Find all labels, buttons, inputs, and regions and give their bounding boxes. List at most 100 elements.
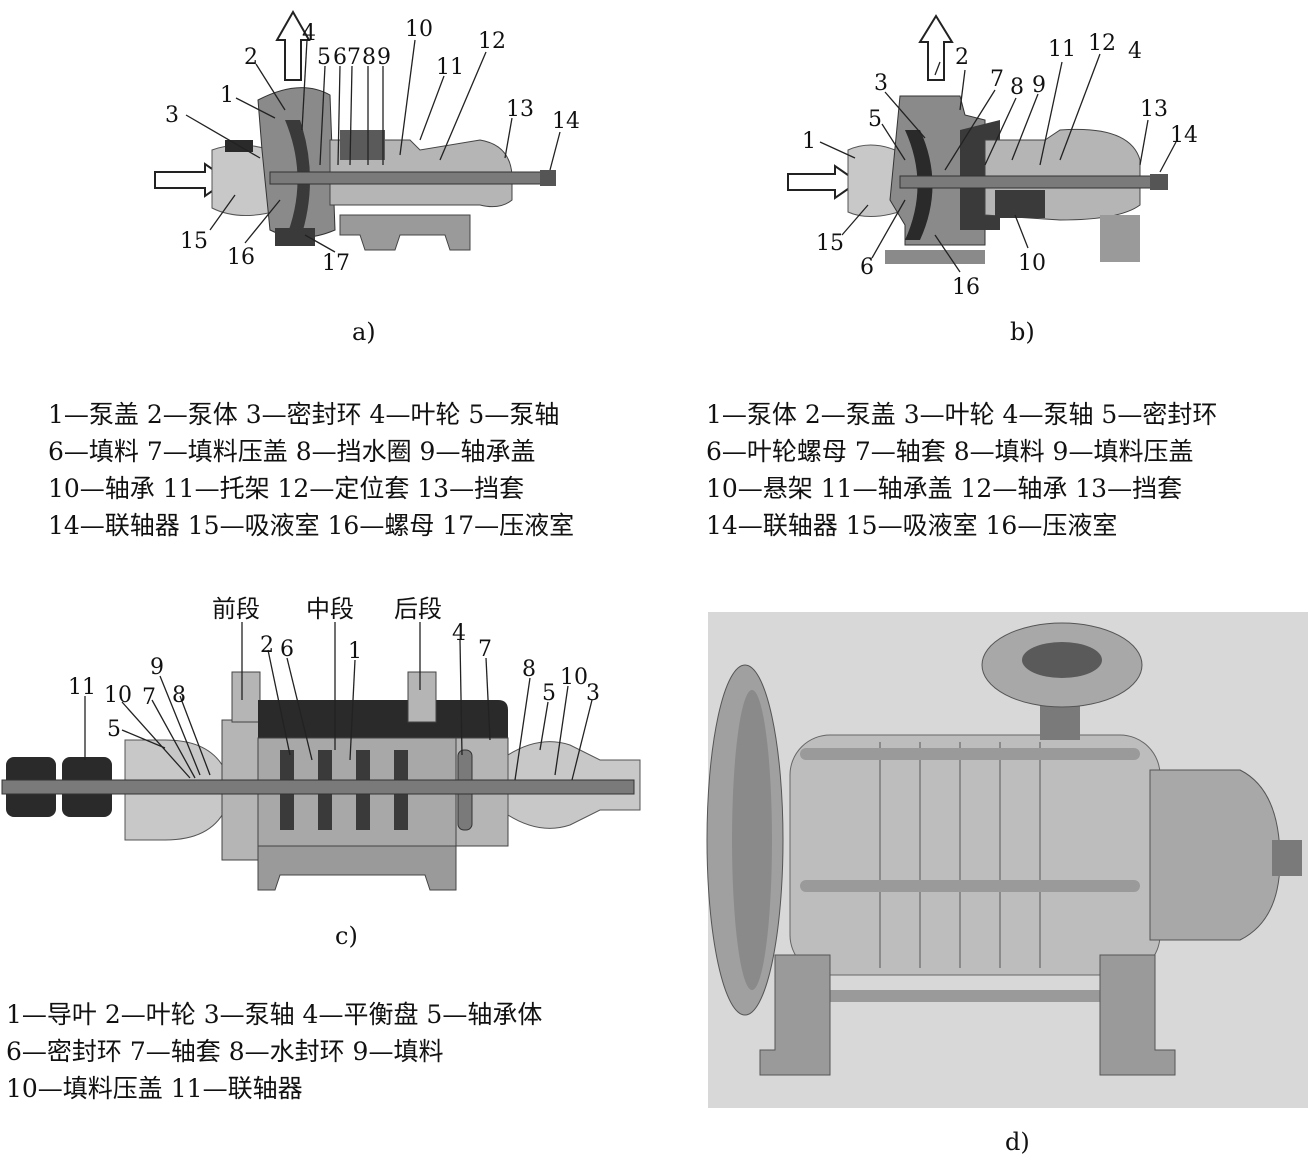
label-b-16: 16 (952, 275, 980, 300)
label-a-17: 17 (322, 251, 350, 276)
label-b-13: 13 (1140, 97, 1168, 122)
pump-base (339, 214, 471, 251)
segment-labels: 前段 中段 后段 (212, 595, 442, 623)
legend-c-line: 10—填料压盖 11—联轴器 (6, 1074, 303, 1103)
label-b-10: 10 (1018, 251, 1046, 276)
label-b-1: 1 (802, 129, 816, 154)
caption-a: a) (352, 318, 376, 346)
legend-c: 1—导叶 2—叶轮 3—泵轴 4—平衡盘 5—轴承体 6—密封环 7—轴套 8—… (6, 996, 542, 1107)
label-a-16: 16 (227, 245, 255, 270)
leader-lines-c (84, 639, 593, 781)
pump-shaft (1, 779, 635, 795)
legend-b-line: 10—悬架 11—轴承盖 12—轴承 13—挡套 (706, 474, 1183, 503)
label-c-7b: 7 (478, 637, 492, 662)
pump-base (257, 845, 457, 891)
coupling (540, 170, 556, 186)
inlet-nozzle (231, 671, 261, 723)
legend-c-line: 1—导叶 2—叶轮 3—泵轴 4—平衡盘 5—轴承体 (6, 1000, 543, 1029)
bearing-housing (1149, 769, 1281, 941)
pump-barrel (789, 734, 1161, 976)
barrel-section-lines (879, 742, 1041, 968)
label-b-12: 12 (1088, 31, 1116, 56)
label-a-6: 6 (333, 45, 347, 70)
legend-a-line: 10—轴承 11—托架 12—定位套 13—挡套 (48, 474, 525, 503)
label-b-7: 7 (990, 67, 1004, 92)
outlet-arrow-icon (918, 14, 954, 81)
part-labels-b: 1 2 3 4 5 7 8 9 11 12 13 14 15 6 16 10 (802, 31, 1198, 300)
label-b-2: 2 (955, 45, 969, 70)
label-b-9: 9 (1032, 73, 1046, 98)
label-a-11: 11 (436, 55, 464, 80)
pump-base (885, 250, 985, 264)
support-foot-right (1099, 954, 1176, 1076)
packing-gland (340, 130, 385, 160)
coupling (1150, 174, 1168, 190)
label-c-1: 1 (348, 639, 362, 664)
label-c-2: 2 (260, 633, 274, 658)
legend-b: 1—泵体 2—泵盖 3—叶轮 4—泵轴 5—密封环 6—叶轮螺母 7—轴套 8—… (706, 396, 1217, 544)
label-a-2: 2 (244, 45, 258, 70)
flange-face (732, 690, 772, 990)
legend-a-line: 14—联轴器 15—吸液室 16—螺母 17—压液室 (48, 511, 575, 540)
label-b-6: 6 (860, 255, 874, 280)
legend-b-line: 6—叶轮螺母 7—轴套 8—填料 9—填料压盖 (706, 437, 1194, 466)
label-a-9: 9 (377, 45, 391, 70)
caption-c: c) (335, 922, 358, 950)
middle-section-jacket (258, 700, 508, 738)
label-a-1: 1 (220, 83, 234, 108)
label-a-12: 12 (478, 29, 506, 54)
label-b-3: 3 (874, 71, 888, 96)
label-c-5: 5 (107, 717, 121, 742)
segment-pointers (241, 622, 421, 750)
segment-front-label: 前段 (212, 595, 260, 623)
discharge-opening (1022, 642, 1102, 678)
label-c-10: 10 (104, 683, 132, 708)
legend-a-line: 1—泵盖 2—泵体 3—密封环 4—叶轮 5—泵轴 (48, 400, 560, 429)
pump-diagram-a: 1 2 3 4 5 6 7 8 9 10 11 12 13 14 15 16 1… (154, 9, 580, 276)
pump-shaft (899, 175, 1156, 189)
label-a-14: 14 (552, 109, 580, 134)
segment-rear-label: 后段 (394, 595, 442, 623)
shaft-end (1272, 840, 1302, 876)
label-b-5: 5 (868, 107, 882, 132)
pump-diagram-c: 前段 中段 后段 11 10 9 7 8 5 2 6 1 4 7 8 5 10 … (1, 595, 641, 891)
frame-block (995, 190, 1045, 218)
label-c-3: 3 (586, 681, 600, 706)
part-labels-c: 11 10 9 7 8 5 2 6 1 4 7 8 5 10 3 (68, 621, 600, 742)
frame-support (1100, 215, 1140, 262)
segment-middle-label: 中段 (306, 595, 354, 623)
label-a-7: 7 (347, 45, 361, 70)
label-c-9: 9 (150, 655, 164, 680)
legend-a-line: 6—填料 7—填料压盖 8—挡水圈 9—轴承盖 (48, 437, 536, 466)
legend-b-line: 14—联轴器 15—吸液室 16—压液室 (706, 511, 1118, 540)
leader-lines-b (819, 53, 1177, 273)
label-b-4: 4 (1128, 39, 1142, 64)
inlet-arrow-icon (787, 164, 860, 200)
caption-d: d) (1005, 1128, 1030, 1156)
label-a-8: 8 (362, 45, 376, 70)
label-a-3: 3 (165, 103, 179, 128)
label-a-4: 4 (302, 21, 316, 46)
tie-rod-middle (800, 880, 1140, 892)
label-a-5: 5 (317, 45, 331, 70)
label-c-11: 11 (68, 675, 96, 700)
label-c-10b: 10 (560, 665, 588, 690)
pump-diagram-b: 1 2 3 4 5 7 8 9 11 12 13 14 15 6 16 10 (787, 14, 1198, 300)
label-c-4: 4 (452, 621, 466, 646)
label-b-8: 8 (1010, 75, 1024, 100)
legend-b-line: 1—泵体 2—泵盖 3—叶轮 4—泵轴 5—密封环 (706, 400, 1218, 429)
label-a-15: 15 (180, 229, 208, 254)
label-c-8b: 8 (522, 657, 536, 682)
label-a-13: 13 (506, 97, 534, 122)
label-c-6: 6 (280, 637, 294, 662)
label-c-8: 8 (172, 683, 186, 708)
label-b-15: 15 (816, 231, 844, 256)
tie-rod-bottom (820, 990, 1140, 1002)
label-b-14: 14 (1170, 123, 1198, 148)
pump-shaft (269, 171, 546, 185)
pump-photo-d (706, 612, 1308, 1108)
leader-lines-a (185, 39, 561, 253)
legend-c-line: 6—密封环 7—轴套 8—水封环 9—填料 (6, 1037, 444, 1066)
caption-b: b) (1010, 318, 1035, 346)
